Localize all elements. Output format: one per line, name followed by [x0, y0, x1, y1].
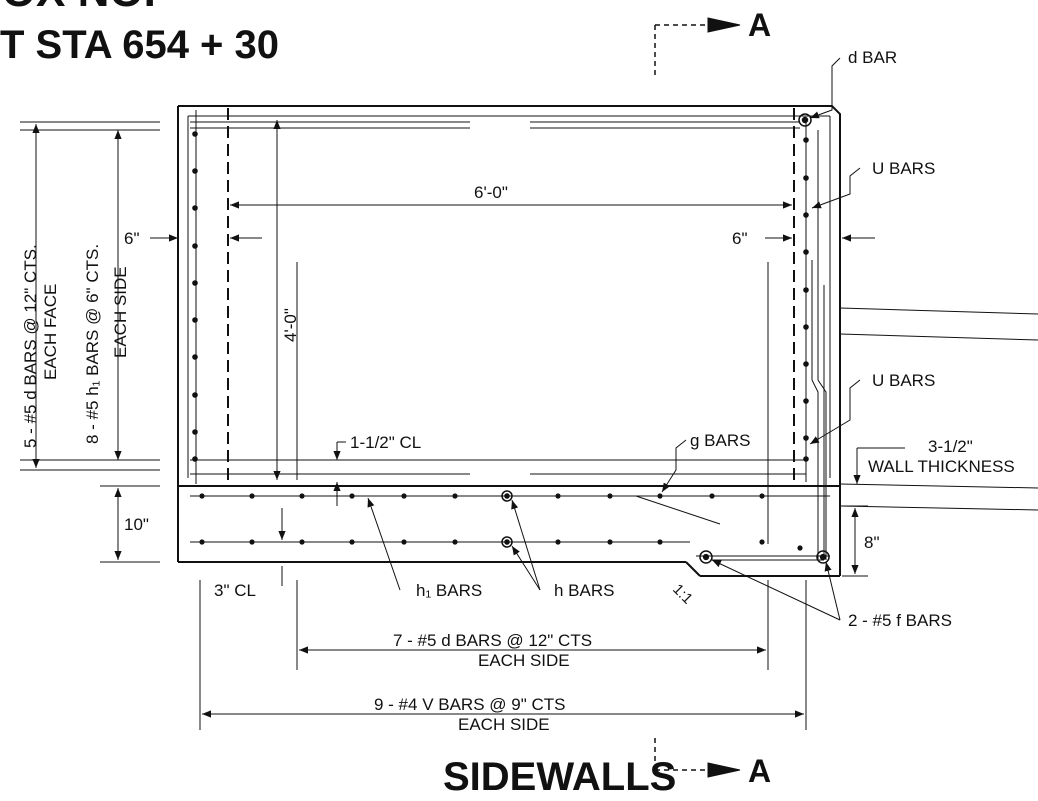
rebar-dots-footing-top — [199, 493, 765, 499]
section-letter-bottom: A — [748, 753, 771, 789]
label-h1-bars: h₁ BARS — [416, 581, 482, 600]
label-wall-thickness: WALL THICKNESS — [868, 457, 1015, 476]
label-slope: 1:1 — [669, 581, 696, 608]
label-width-6ft: 6'-0" — [474, 183, 508, 202]
drawing-title-line2: T STA 654 + 30 — [0, 23, 279, 67]
label-h-bars: h BARS — [554, 581, 614, 600]
rebar-dots-footing-bottom — [199, 539, 803, 551]
label-left-6in: 6" — [124, 229, 140, 248]
label-left-vert-2: EACH FACE — [41, 284, 60, 380]
section-marker-top — [654, 17, 741, 78]
drawing-title-line1: BOX NOP — [0, 0, 173, 16]
footing-outline — [177, 486, 841, 577]
label-h1-vert-1: 8 - #5 h₁ BARS @ 6" CTS. — [83, 244, 102, 444]
caption-sidewalls: SIDEWALLS — [443, 755, 676, 796]
label-dim-8in: 8" — [864, 533, 880, 552]
label-v-bars-2: EACH SIDE — [458, 715, 550, 734]
label-wall-dim: 3-1/2" — [928, 437, 973, 456]
label-height-4ft: 4'-0" — [281, 308, 300, 342]
label-g-bars: g BARS — [690, 431, 750, 450]
label-d-bar: d BAR — [848, 48, 897, 67]
label-h1-vert-2: EACH SIDE — [111, 266, 130, 358]
rebar-dots-left — [192, 131, 198, 462]
label-cl-1-5: 1-1/2" CL — [350, 433, 421, 452]
adjacent-wall-lines — [839, 307, 1038, 511]
label-d-bars-side-2: EACH SIDE — [478, 651, 570, 670]
dimension-lines — [20, 120, 905, 730]
label-v-bars-1: 9 - #4 V BARS @ 9" CTS — [374, 695, 565, 714]
d-bar-marker — [798, 113, 812, 127]
h-bar-markers — [501, 490, 830, 564]
label-dim-10in: 10" — [124, 515, 149, 534]
label-u-bars-bottom: U BARS — [872, 371, 935, 390]
section-letter-top: A — [748, 7, 771, 43]
label-cl-3in: 3" CL — [214, 581, 256, 600]
label-d-bars-side-1: 7 - #5 d BARS @ 12" CTS — [393, 631, 592, 650]
leader-lines — [367, 57, 861, 621]
section-marker-bottom — [654, 738, 741, 778]
label-left-vert-1: 5 - #5 d BARS @ 12" CTS. — [21, 244, 40, 448]
label-u-bars-top: U BARS — [872, 159, 935, 178]
rebar-dots-right — [803, 137, 809, 462]
label-right-6in: 6" — [732, 229, 748, 248]
label-f-bars: 2 - #5 f BARS — [848, 611, 952, 630]
